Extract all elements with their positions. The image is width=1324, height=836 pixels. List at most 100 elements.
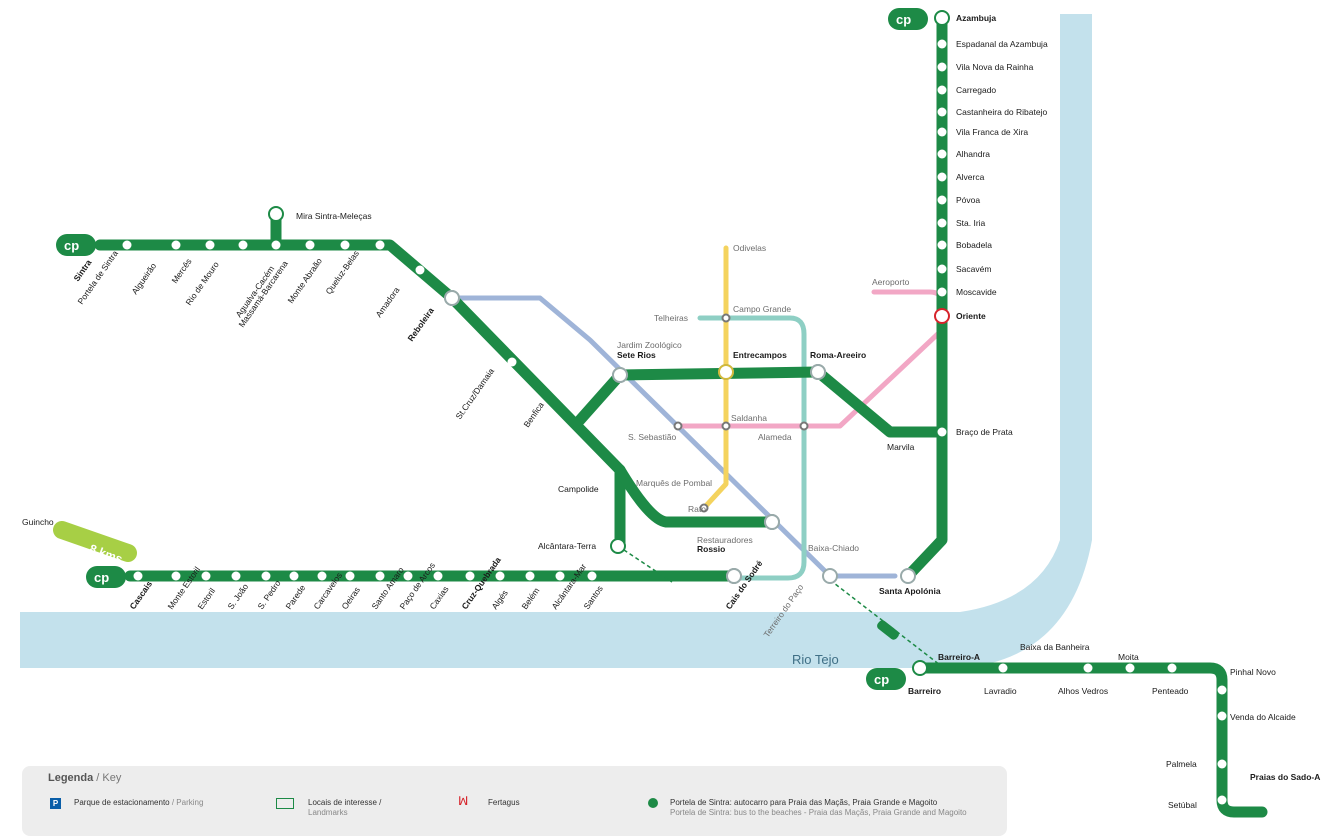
station-dot bbox=[555, 571, 565, 581]
station-label: Azambuja bbox=[956, 13, 996, 23]
station-dot bbox=[998, 663, 1008, 673]
station-dot bbox=[238, 240, 248, 250]
station-label: Barreiro bbox=[908, 686, 941, 696]
station-label: Telheiras bbox=[654, 313, 688, 323]
station-label: Baixa-Chiado bbox=[808, 543, 859, 553]
station-label: S. João bbox=[225, 582, 250, 612]
station-label: Setúbal bbox=[1168, 800, 1197, 810]
station-dot bbox=[375, 240, 385, 250]
station-dot bbox=[1217, 795, 1227, 805]
metro-stop bbox=[673, 421, 683, 431]
legend: Legenda / Key P Parque de estacionamento… bbox=[22, 766, 1007, 836]
metro-stop bbox=[721, 313, 731, 323]
station-label: Moita bbox=[1118, 652, 1139, 662]
svg-text:cp: cp bbox=[874, 672, 889, 687]
station-label: Barreiro-A bbox=[938, 652, 980, 662]
station-dot bbox=[718, 364, 734, 380]
station-label: Mira Sintra-Meleças bbox=[296, 211, 372, 221]
station-label: Campolide bbox=[558, 484, 599, 494]
station-label: Estoril bbox=[195, 586, 217, 611]
station-label: Carregado bbox=[956, 85, 996, 95]
station-dot bbox=[122, 240, 132, 250]
station-label: Queluz-Belas bbox=[323, 249, 360, 297]
station-dot bbox=[171, 240, 181, 250]
station-label: Marquês de Pombal bbox=[636, 478, 712, 488]
station-dot bbox=[261, 571, 271, 581]
station-label: Caxias bbox=[427, 584, 450, 611]
parking-icon: P bbox=[50, 798, 61, 809]
station-label: Espadanal da Azambuja bbox=[956, 39, 1048, 49]
fertagus-icon: ꟽ bbox=[458, 794, 469, 808]
station-dot bbox=[345, 571, 355, 581]
station-dot bbox=[937, 240, 947, 250]
station-label: Algés bbox=[489, 588, 509, 611]
station-label: Saldanha bbox=[731, 413, 767, 423]
sado-line bbox=[914, 662, 1268, 818]
metro-green-line bbox=[697, 315, 807, 581]
station-dot bbox=[1217, 685, 1227, 695]
station-label: Castanheira do Ribatejo bbox=[956, 107, 1047, 117]
station-dot bbox=[934, 308, 950, 324]
sintra-line bbox=[94, 239, 626, 551]
station-dot bbox=[1217, 711, 1227, 721]
boat-icon bbox=[877, 620, 899, 640]
station-label: Odivelas bbox=[733, 243, 766, 253]
rossio-branch bbox=[614, 464, 778, 528]
guincho-label: Guincho bbox=[22, 517, 54, 527]
station-dot bbox=[403, 571, 413, 581]
station-label: Alhandra bbox=[956, 149, 990, 159]
metro-stop bbox=[721, 421, 731, 431]
station-dot bbox=[231, 571, 241, 581]
station-dot bbox=[375, 571, 385, 581]
station-dot bbox=[726, 568, 742, 584]
station-label: Vila Nova da Rainha bbox=[956, 62, 1034, 72]
station-label: Bobadela bbox=[956, 240, 992, 250]
station-dot bbox=[465, 571, 475, 581]
ferry-route-cais bbox=[829, 579, 941, 666]
station-label: Palmela bbox=[1166, 759, 1197, 769]
svg-text:cp: cp bbox=[94, 570, 109, 585]
station-label: Alcântara-Terra bbox=[538, 541, 596, 551]
station-dot bbox=[415, 265, 425, 275]
station-dot bbox=[937, 195, 947, 205]
station-dot bbox=[305, 240, 315, 250]
station-label: Monte Abraão bbox=[285, 256, 324, 305]
station-dot bbox=[764, 514, 780, 530]
metro-blue-line bbox=[449, 295, 898, 579]
station-dot bbox=[1217, 759, 1227, 769]
station-label: Parede bbox=[283, 583, 307, 611]
station-dot bbox=[937, 287, 947, 297]
station-label: Roma-Areeiro bbox=[810, 350, 866, 360]
station-label: Lavradio bbox=[984, 686, 1017, 696]
station-label: Oriente bbox=[956, 311, 986, 321]
station-dot bbox=[1083, 663, 1093, 673]
station-dot bbox=[525, 571, 535, 581]
ferry-routes bbox=[617, 545, 941, 666]
azambuja-line bbox=[902, 12, 948, 582]
station-dot bbox=[205, 240, 215, 250]
station-label: Rossio bbox=[697, 544, 725, 554]
station-label: Aeroporto bbox=[872, 277, 910, 287]
sintra-loop bbox=[614, 366, 948, 438]
river-label: Rio Tejo bbox=[792, 652, 839, 667]
station-dot bbox=[587, 571, 597, 581]
station-dot bbox=[444, 290, 460, 306]
station-dot bbox=[1125, 663, 1135, 673]
station-dot bbox=[201, 571, 211, 581]
station-dot bbox=[937, 85, 947, 95]
station-dot bbox=[289, 571, 299, 581]
station-dot bbox=[271, 240, 281, 250]
station-dot bbox=[937, 172, 947, 182]
station-dot bbox=[433, 571, 443, 581]
station-label: Alhos Vedros bbox=[1058, 686, 1108, 696]
station-label: Braço de Prata bbox=[956, 427, 1013, 437]
station-label: Baixa da Banheira bbox=[1020, 642, 1090, 652]
station-dot bbox=[133, 571, 143, 581]
station-dot bbox=[937, 427, 947, 437]
metro-stop bbox=[699, 503, 709, 513]
station-dot bbox=[912, 660, 928, 676]
station-label: Reboleira bbox=[405, 305, 436, 343]
station-dot bbox=[317, 571, 327, 581]
station-dot bbox=[810, 364, 826, 380]
